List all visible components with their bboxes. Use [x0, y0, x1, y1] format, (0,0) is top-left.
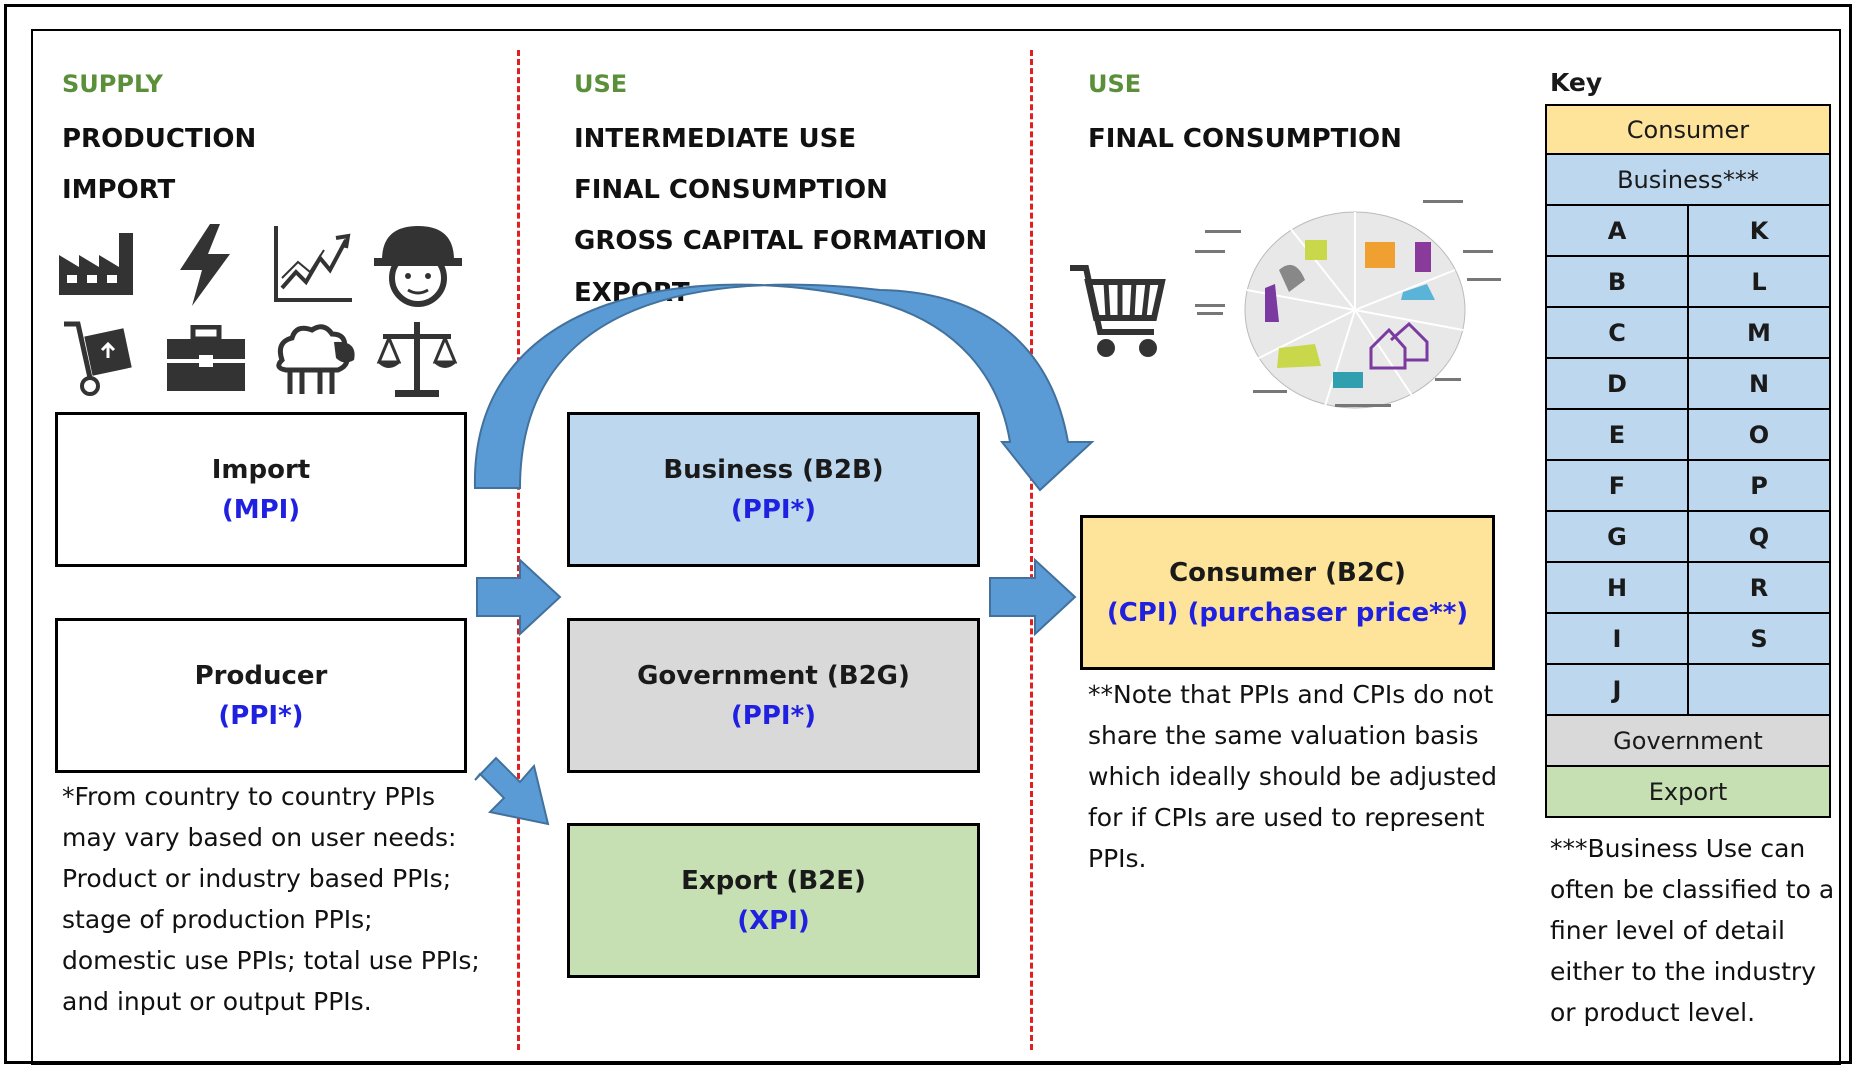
factory-icon	[59, 233, 133, 295]
hand-truck-icon	[64, 321, 132, 396]
arrow-to-export	[474, 756, 550, 826]
supply-label: SUPPLY	[62, 70, 163, 98]
key-letter-cell: N	[1687, 359, 1829, 408]
lightning-icon	[180, 224, 230, 306]
consumer-box: Consumer (B2C) (CPI) (purchaser price**)	[1080, 515, 1495, 670]
key-letter-cell: K	[1687, 206, 1829, 255]
government-title: Government (B2G)	[637, 660, 910, 691]
key-letter-cell: R	[1687, 563, 1829, 612]
consumer-index: (CPI) (purchaser price**)	[1106, 597, 1469, 628]
worker-helmet-icon	[374, 226, 462, 307]
growth-chart-icon	[274, 226, 352, 302]
sheep-icon	[276, 324, 355, 394]
heading-gross-capital-formation: GROSS CAPITAL FORMATION	[574, 226, 988, 256]
government-index: (PPI*)	[730, 700, 817, 731]
import-title: Import	[211, 454, 311, 485]
scales-icon	[376, 322, 458, 397]
key-letter-cell: G	[1607, 522, 1627, 551]
shopping-cart-icon	[1070, 265, 1166, 357]
key-title: Key	[1550, 68, 1603, 97]
key-letter-cell: J	[1612, 675, 1622, 704]
briefcase-icon	[167, 325, 245, 391]
key-letter-cell	[1687, 665, 1829, 714]
divider-1	[517, 50, 520, 1050]
key-business: Business***	[1617, 165, 1759, 194]
heading-import: IMPORT	[62, 175, 176, 205]
key-letter-cell: D	[1607, 369, 1627, 398]
export-box: Export (B2E) (XPI)	[567, 823, 980, 978]
export-index: (XPI)	[737, 905, 810, 936]
diagram-inner-border	[31, 29, 1841, 1065]
key-row-export: Export	[1545, 767, 1831, 818]
export-title: Export (B2E)	[681, 865, 866, 896]
business-box: Business (B2B) (PPI*)	[567, 412, 980, 567]
producer-title: Producer	[194, 660, 328, 691]
key-letter-cell: L	[1687, 257, 1829, 306]
key-letter-cell: S	[1687, 614, 1829, 663]
arrow-to-business	[476, 557, 562, 637]
heading-final-consumption-2: FINAL CONSUMPTION	[1088, 124, 1402, 154]
key-letter-row: J	[1545, 665, 1831, 716]
key-row-government: Government	[1545, 716, 1831, 767]
use-label-2: USE	[1088, 70, 1142, 98]
key-government: Government	[1613, 726, 1763, 755]
key-letter-cell: A	[1607, 216, 1627, 245]
key-letter-cell: O	[1687, 410, 1829, 459]
arrow-to-consumer	[989, 557, 1077, 637]
heading-production: PRODUCTION	[62, 124, 257, 154]
key-letter-cell: F	[1608, 471, 1626, 500]
key-letter-cell: Q	[1687, 512, 1829, 561]
heading-final-consumption: FINAL CONSUMPTION	[574, 175, 888, 205]
key-letter-cell: P	[1687, 461, 1829, 510]
producer-index: (PPI*)	[218, 700, 304, 731]
cpi-note: **Note that PPIs and CPIs do not share t…	[1088, 680, 1497, 873]
key-letter-cell: I	[1612, 624, 1622, 653]
heading-intermediate-use: INTERMEDIATE USE	[574, 124, 857, 154]
key-letter-cell: B	[1607, 267, 1627, 296]
business-index: (PPI*)	[730, 494, 817, 525]
consumer-title: Consumer (B2C)	[1169, 557, 1406, 588]
key-letter-cell: E	[1608, 420, 1626, 449]
producer-box: Producer (PPI*)	[55, 618, 467, 773]
business-use-note: ***Business Use can often be classified …	[1550, 834, 1835, 1027]
key-letter-cell: C	[1608, 318, 1626, 347]
use-label-1: USE	[574, 70, 628, 98]
curved-arrow	[473, 283, 1095, 492]
key-export: Export	[1648, 777, 1728, 806]
key-letter-cell: H	[1606, 573, 1628, 602]
import-box: Import (MPI)	[55, 412, 467, 567]
import-index: (MPI)	[221, 494, 301, 525]
divider-2	[1030, 50, 1033, 1050]
government-box: Government (B2G) (PPI*)	[567, 618, 980, 773]
key-consumer: Consumer	[1626, 115, 1750, 144]
business-title: Business (B2B)	[663, 454, 884, 485]
key-letter-cell: M	[1687, 308, 1829, 357]
key-row-consumer: Consumer	[1545, 104, 1831, 155]
consumption-wheel-icon	[1195, 200, 1501, 409]
key-row-business: Business***	[1545, 155, 1831, 206]
ppi-note: *From country to country PPIs may vary b…	[62, 782, 480, 1016]
